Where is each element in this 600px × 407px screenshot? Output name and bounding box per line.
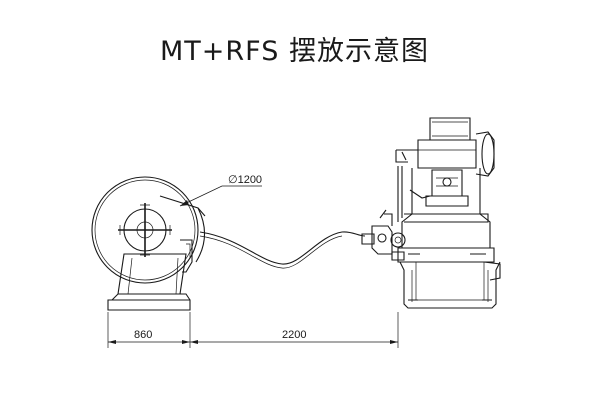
feeder bbox=[361, 209, 406, 261]
coil-outer bbox=[91, 176, 199, 284]
press-bed bbox=[397, 247, 495, 263]
press-base bbox=[399, 261, 501, 309]
reel-width-label: 860 bbox=[134, 329, 152, 341]
diameter-callout: ∅1200 bbox=[179, 174, 262, 207]
reel-diameter-label: ∅1200 bbox=[228, 174, 262, 186]
gap-distance-label: 2200 bbox=[282, 329, 306, 341]
mandrel-spokes bbox=[118, 203, 172, 257]
metal-strip bbox=[199, 231, 366, 265]
diagram-title: MT+RFS 摆放示意图 bbox=[160, 36, 429, 67]
feed-link bbox=[397, 166, 403, 222]
uncoiler-guide bbox=[195, 207, 206, 263]
feed-roller bbox=[390, 232, 406, 248]
press-slide bbox=[431, 169, 463, 197]
uncoiler-brake-arm bbox=[180, 239, 193, 273]
press-motor bbox=[429, 117, 471, 141]
press-crown bbox=[417, 139, 477, 169]
feeder-body bbox=[371, 225, 393, 255]
uncoiler bbox=[91, 176, 206, 311]
uncoiler-base bbox=[107, 299, 191, 311]
press bbox=[395, 117, 501, 309]
dimension-lines: 860 2200 bbox=[107, 312, 399, 348]
press-frame bbox=[401, 168, 491, 249]
uncoiler-body bbox=[117, 253, 187, 295]
